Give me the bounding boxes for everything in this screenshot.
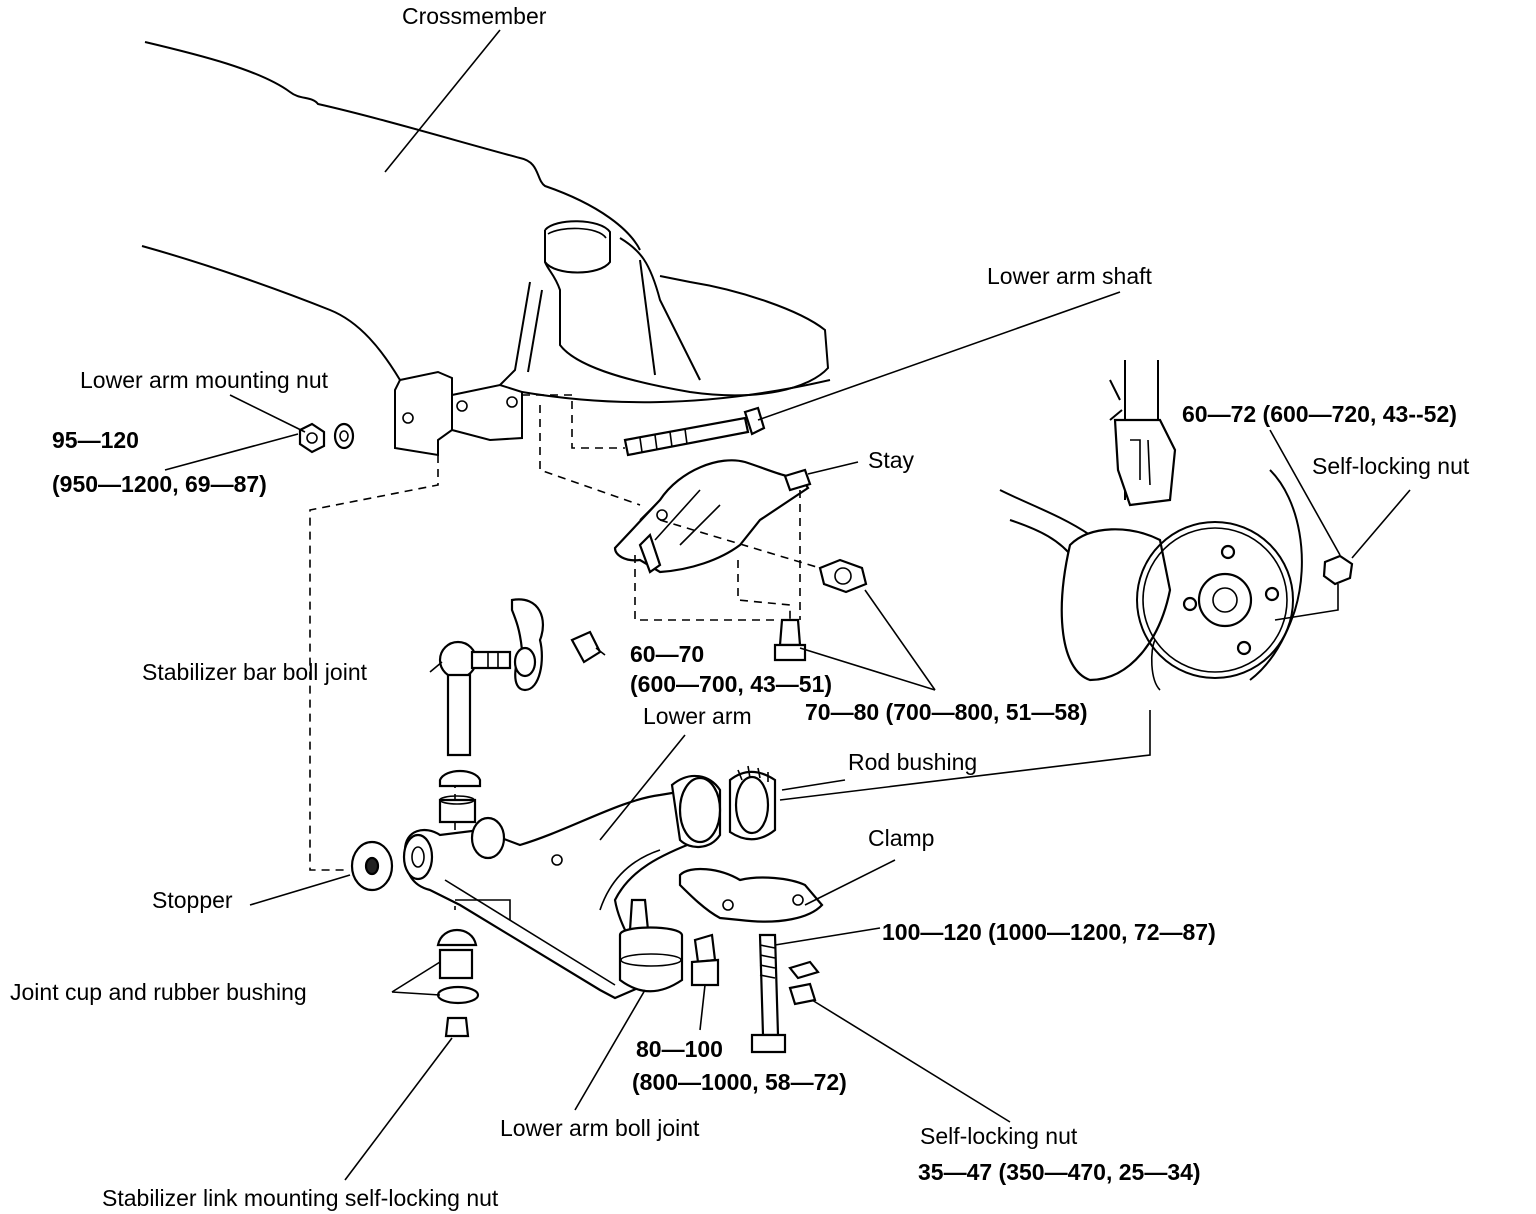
stay-bolt-drawing [818,558,868,594]
bolt-100-120-drawing [750,933,787,1054]
clamp-drawing [678,867,824,923]
label-torque-60-70-2: (600—700, 43—51) [630,671,832,697]
label-torque-70-80: 70—80 (700—800, 51—58) [805,699,1088,725]
label-lower-arm: Lower arm [643,703,752,729]
label-self-locking-nut-bottom: Self-locking nut [920,1123,1078,1149]
stopper-drawing [350,840,394,892]
label-torque-80-100-2: (800—1000, 58—72) [632,1069,847,1095]
label-rod-bushing: Rod bushing [848,749,977,775]
label-self-locking-nut-top: Self-locking nut [1312,453,1470,479]
label-crossmember: Crossmember [402,3,547,29]
leader-lines [164,29,1411,1181]
label-lower-arm-ball-joint: Lower arm boll joint [500,1115,700,1141]
stabilizer-ball-joint-drawing [438,598,602,757]
label-mounting-nut-torque-2: (950—1200, 69—87) [52,471,267,497]
self-locking-nut-top-drawing [1274,554,1354,621]
strut-brake-drawing [999,360,1303,691]
bottom-nuts-drawing [788,960,820,1006]
bolt-80-100-drawing [690,933,720,987]
ball-joint-drawing [618,898,684,993]
rod-bushing-drawing [670,765,777,848]
label-torque-35-47: 35—47 (350—470, 25—34) [918,1159,1201,1185]
label-stopper: Stopper [152,887,233,913]
small-bolt-drawing [773,618,807,662]
lower-arm-shaft-drawing [623,406,766,457]
label-torque-80-100-1: 80—100 [636,1036,723,1062]
label-mounting-nut-torque-1: 95—120 [52,427,139,453]
stay-drawing [613,459,812,574]
mounting-nut-drawing [298,422,355,454]
label-joint-cup: Joint cup and rubber bushing [10,979,307,1005]
crossmember-drawing [141,41,831,457]
label-stay: Stay [868,447,915,473]
label-lower-arm-mounting-nut: Lower arm mounting nut [80,367,329,393]
label-torque-60-70-1: 60—70 [630,641,704,667]
label-torque-60-72: 60—72 (600—720, 43--52) [1182,401,1457,427]
label-stabilizer-link-nut: Stabilizer link mounting self-locking nu… [102,1185,499,1211]
label-clamp: Clamp [868,825,934,851]
label-lower-arm-shaft: Lower arm shaft [987,263,1153,289]
upper-bushings-drawing [438,769,482,824]
label-torque-100-120: 100—120 (1000—1200, 72—87) [882,919,1216,945]
lower-bushings-drawing [436,929,480,1038]
label-stabilizer-bar-ball-joint: Stabilizer bar boll joint [142,659,368,685]
